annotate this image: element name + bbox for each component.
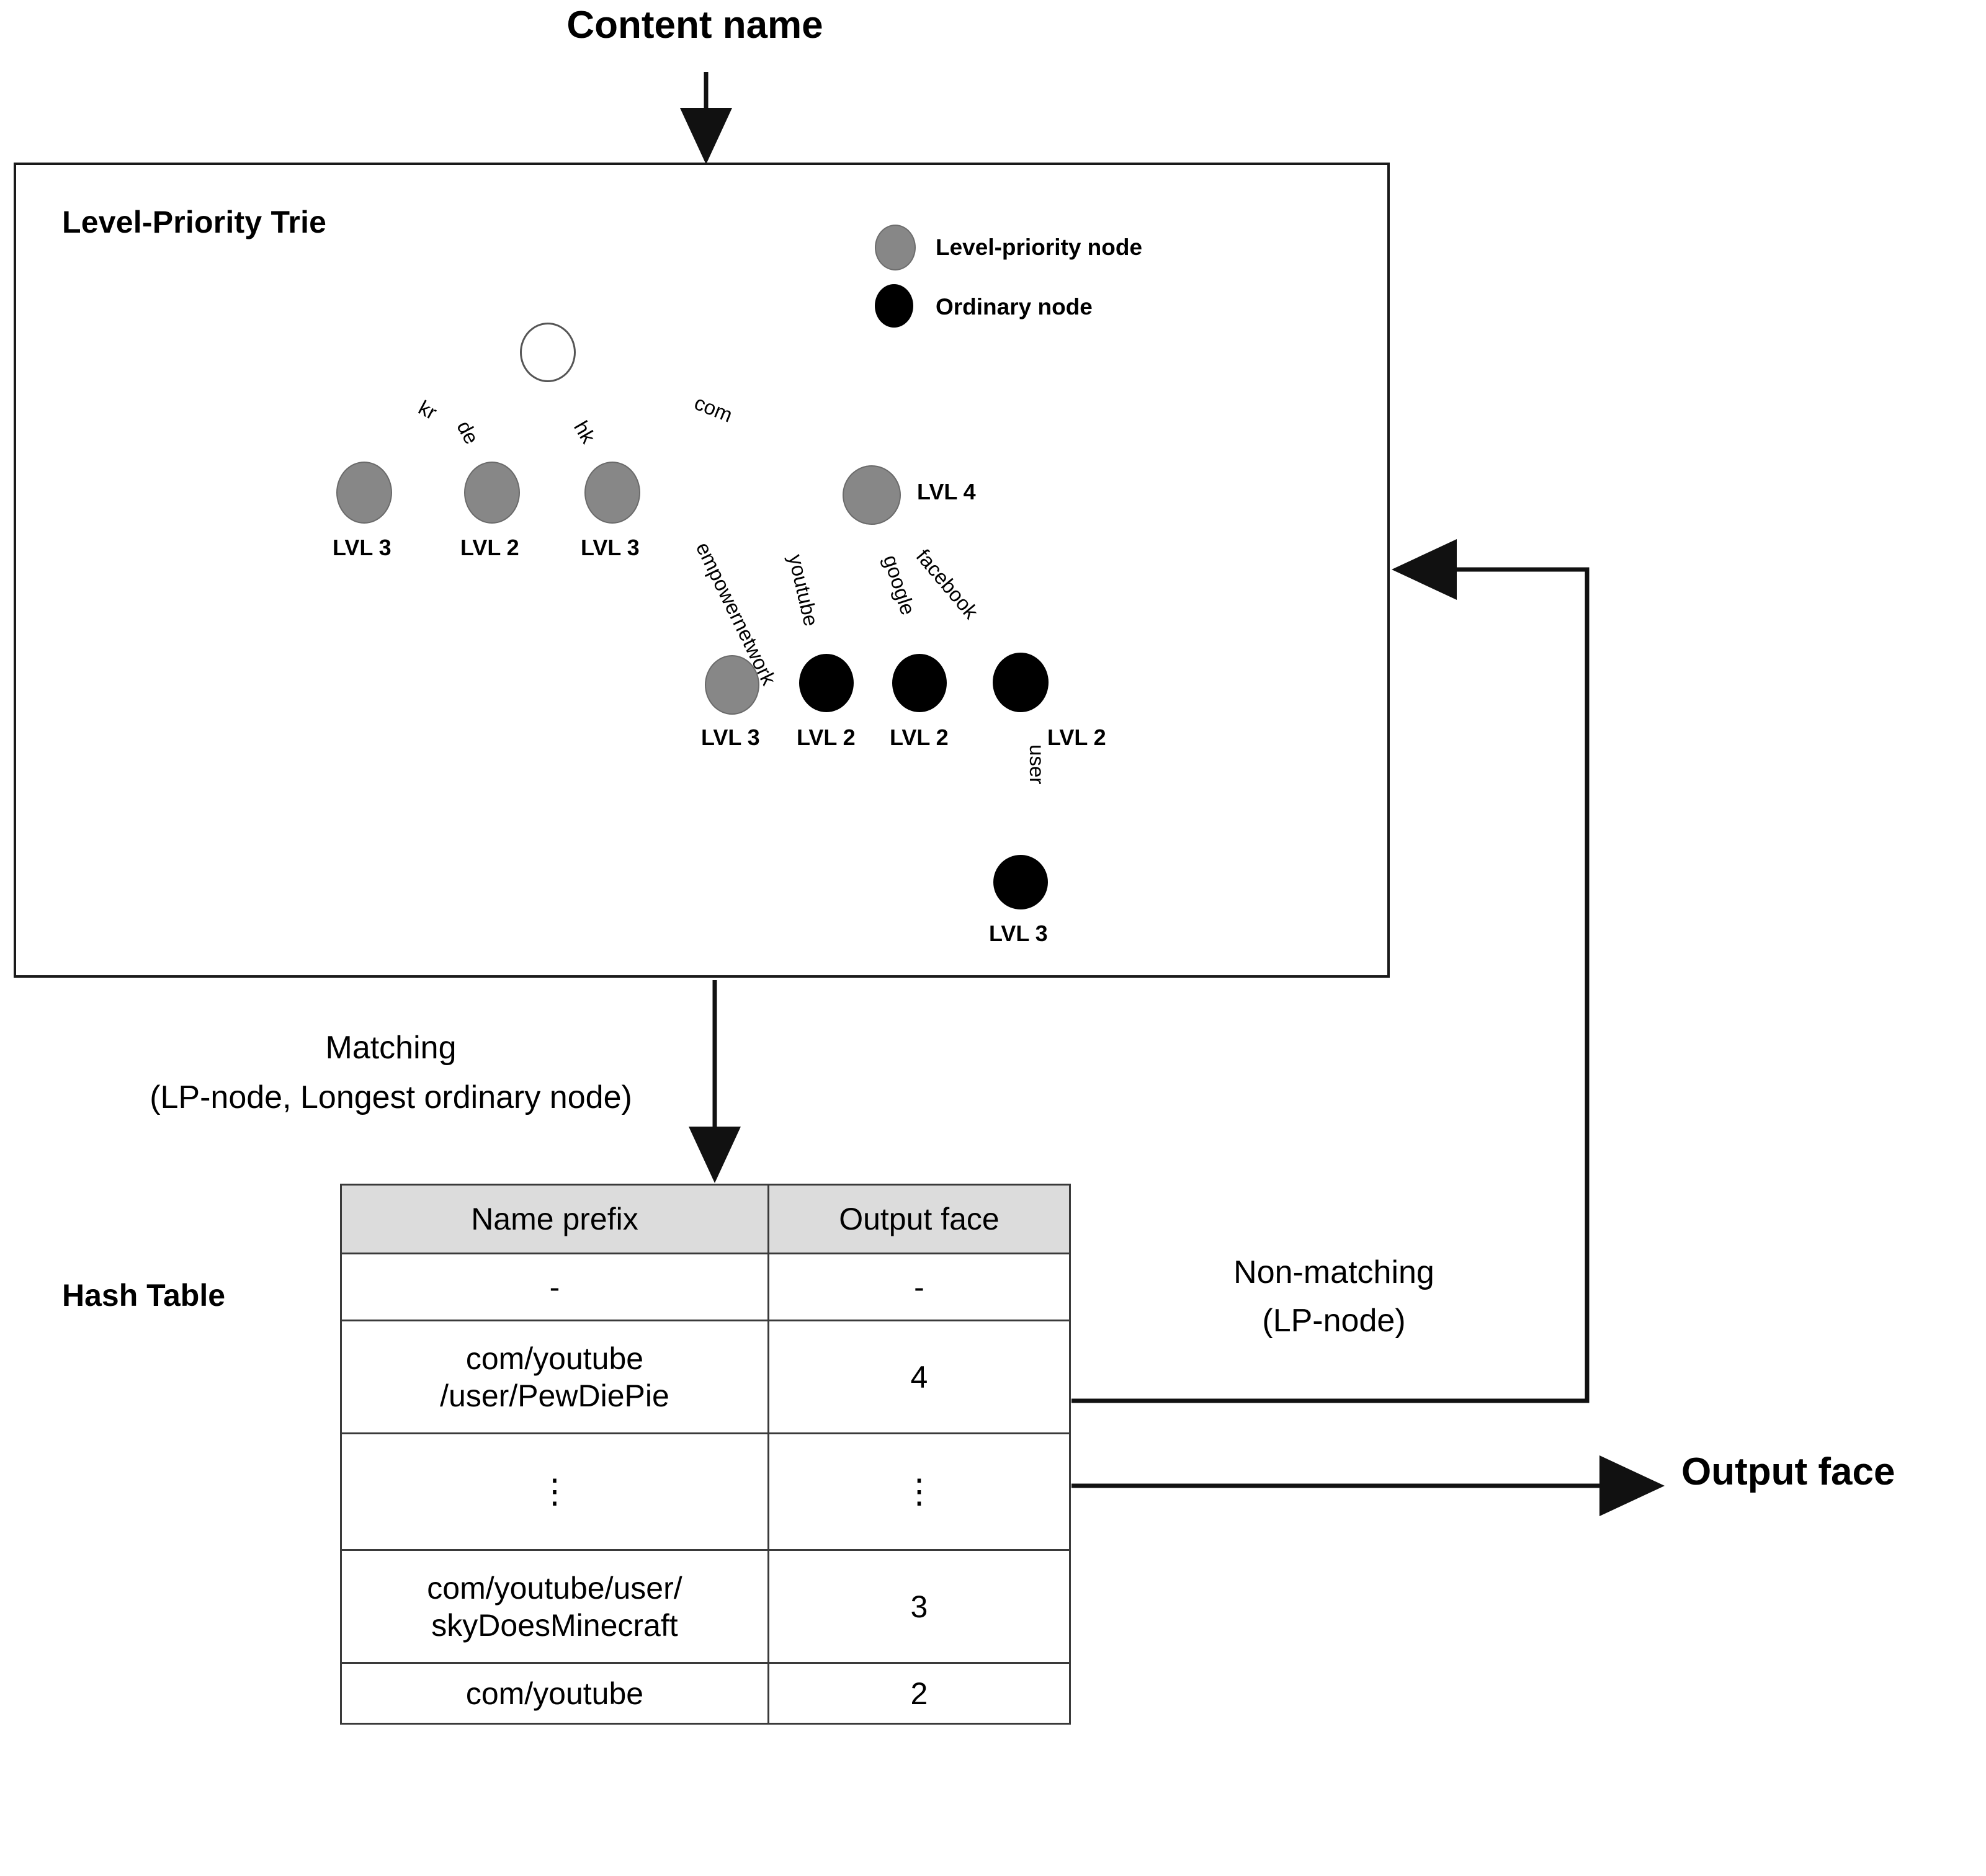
cell-name-prefix: -	[340, 1253, 769, 1321]
trie-node-empowernetwork	[705, 655, 759, 715]
legend-level-priority-node-icon	[875, 225, 916, 270]
table-row: - -	[340, 1253, 1071, 1321]
legend-ordinary-node-icon	[875, 284, 913, 328]
table-row: com/youtube /user/PewDiePie 4	[340, 1320, 1071, 1434]
nonmatching-label-line1: Non-matching	[1233, 1254, 1434, 1290]
vertical-dots-icon: ⋮	[537, 1472, 571, 1510]
nonmatching-label-line2: (LP-node)	[1262, 1303, 1406, 1339]
cell-name-prefix: com/youtube/user/ skyDoesMinecraft	[340, 1549, 769, 1664]
table-header-row: Name prefix Output face	[340, 1184, 1071, 1254]
cell-name-prefix: ⋮	[340, 1432, 769, 1551]
trie-node-facebook	[993, 653, 1049, 712]
hash-table: Name prefix Output face - - com/youtube …	[340, 1184, 1071, 1725]
trie-node-com-level: LVL 4	[917, 479, 976, 504]
trie-node-user-level: LVL 3	[989, 921, 1048, 946]
trie-node-hk-level: LVL 3	[581, 535, 640, 560]
cell-output-face: ⋮	[767, 1432, 1071, 1551]
output-face-label: Output face	[1681, 1450, 1895, 1493]
column-header-output-face: Output face	[767, 1184, 1071, 1254]
table-row: com/youtube/user/ skyDoesMinecraft 3	[340, 1549, 1071, 1664]
trie-node-user	[993, 855, 1048, 909]
trie-node-kr-level: LVL 3	[333, 535, 391, 560]
trie-node-empowernetwork-level: LVL 3	[701, 725, 760, 750]
legend-ordinary-node-label: Ordinary node	[936, 294, 1093, 319]
trie-node-hk	[584, 462, 640, 524]
trie-node-com	[843, 465, 901, 525]
trie-node-youtube-level: LVL 2	[797, 725, 856, 750]
cell-output-face: -	[767, 1253, 1071, 1321]
trie-node-google	[892, 654, 947, 712]
cell-name-prefix: com/youtube	[340, 1662, 769, 1725]
cell-output-face: 3	[767, 1549, 1071, 1664]
cell-name-prefix: com/youtube /user/PewDiePie	[340, 1320, 769, 1434]
trie-root-node	[520, 323, 576, 382]
page-title: Content name	[566, 4, 823, 47]
trie-node-de-level: LVL 2	[460, 535, 519, 560]
cell-output-face: 2	[767, 1662, 1071, 1725]
trie-node-google-level: LVL 2	[890, 725, 949, 750]
cell-output-face: 4	[767, 1320, 1071, 1434]
matching-label-line2: (LP-node, Longest ordinary node)	[150, 1079, 632, 1115]
table-row: ⋮ ⋮	[340, 1432, 1071, 1551]
trie-node-youtube	[799, 654, 854, 712]
trie-node-de	[464, 462, 520, 524]
vertical-dots-icon: ⋮	[902, 1472, 936, 1510]
hash-table-section-label: Hash Table	[62, 1278, 226, 1313]
level-priority-trie-panel	[14, 163, 1390, 978]
trie-panel-title: Level-Priority Trie	[62, 205, 327, 239]
trie-node-kr	[336, 462, 392, 524]
trie-node-facebook-level: LVL 2	[1047, 725, 1106, 750]
legend-level-priority-node-label: Level-priority node	[936, 234, 1143, 260]
trie-edge-label-user: user	[1026, 744, 1049, 785]
table-row: com/youtube 2	[340, 1662, 1071, 1725]
column-header-name-prefix: Name prefix	[340, 1184, 769, 1254]
matching-label-line1: Matching	[325, 1030, 457, 1066]
